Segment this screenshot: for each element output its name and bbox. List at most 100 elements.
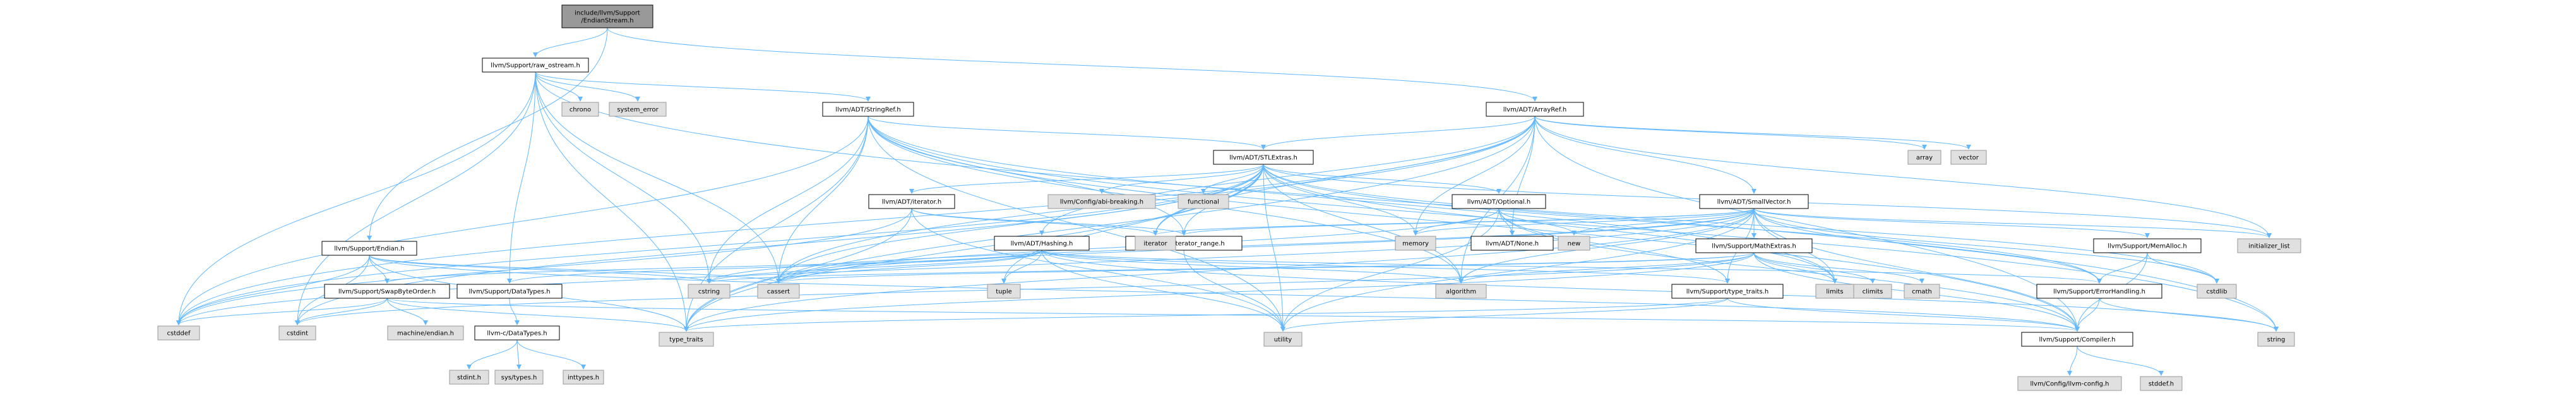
- edge-memalloc-to-cstdlib: [2147, 252, 2219, 284]
- node-box-sys_types: [494, 370, 544, 385]
- node-root[interactable]: include/llvm/Support/EndianStream.h: [561, 4, 653, 28]
- edge-adt_iterator-to-type_traits: [684, 208, 912, 332]
- node-box-iterator: [1135, 236, 1176, 251]
- node-none[interactable]: llvm/ADT/None.h: [1470, 236, 1554, 251]
- node-box-new: [1558, 236, 1590, 251]
- node-label-initializer_list: initializer_list: [2248, 243, 2290, 250]
- node-tuple: tuple: [987, 284, 1021, 299]
- node-mathextras[interactable]: llvm/Support/MathExtras.h: [1695, 238, 1813, 253]
- edge-arrayref-to-cstddef: [176, 116, 1535, 325]
- node-arrayref[interactable]: llvm/ADT/ArrayRef.h: [1486, 102, 1584, 117]
- edge-smallvector-to-memory: [1413, 208, 1755, 236]
- edge-smallvector-to-compiler: [1753, 208, 2080, 332]
- node-box-errorhandling: [2036, 284, 2162, 299]
- node-hashing[interactable]: llvm/ADT/Hashing.h: [994, 236, 1090, 251]
- edge-hashing-to-type_traits_h: [1041, 250, 1730, 284]
- node-utility: utility: [1263, 332, 1303, 347]
- edge-arrayref-to-type_traits: [684, 116, 1535, 332]
- edge-stlextras-to-utility: [1263, 164, 1285, 332]
- node-box-stringref: [822, 102, 914, 117]
- node-box-cmath: [1904, 284, 1940, 299]
- node-label-abi_breaking: llvm/Config/abi-breaking.h: [1060, 199, 1143, 206]
- edge-adt_iterator-to-cstddef: [176, 208, 912, 325]
- edge-root-to-endian: [367, 27, 608, 241]
- edge-mathextras-to-algorithm: [1458, 252, 1755, 284]
- node-machine_endian: machine/endian.h: [387, 325, 464, 341]
- node-label-none: llvm/ADT/None.h: [1486, 241, 1539, 248]
- node-type_traits_h[interactable]: llvm/Support/type_traits.h: [1671, 284, 1784, 299]
- node-stringref[interactable]: llvm/ADT/StringRef.h: [822, 102, 914, 117]
- edge-llvmc_datatypes-to-inttypes: [516, 339, 586, 370]
- edge-hashing-to-algorithm: [1041, 250, 1464, 284]
- node-smallvector[interactable]: llvm/ADT/SmallVector.h: [1699, 194, 1809, 209]
- node-label-cassert: cassert: [767, 289, 790, 296]
- edge-smallvector-to-type_traits: [684, 208, 1755, 332]
- edge-stlextras-to-cstdlib: [1263, 164, 2219, 284]
- edge-raw_ostream-to-stringref: [535, 71, 871, 102]
- node-stdint_h: stdint.h: [449, 370, 489, 385]
- edge-smallvector-to-iterator: [1153, 208, 1755, 236]
- edge-raw_ostream-to-cassert: [535, 71, 781, 284]
- edge-root-to-arrayref: [607, 27, 1537, 102]
- edge-arrayref-to-hashing: [1039, 116, 1535, 236]
- node-cstdlib: cstdlib: [2197, 284, 2237, 299]
- edge-mathextras-to-cstring: [707, 252, 1755, 284]
- node-compiler[interactable]: llvm/Support/Compiler.h: [2021, 332, 2133, 347]
- node-initializer_list: initializer_list: [2237, 238, 2301, 253]
- node-llvm_config: llvm/Config/llvm-config.h: [2017, 376, 2122, 391]
- edge-stringref-to-string: [868, 116, 2279, 332]
- node-box-adt_iterator: [868, 194, 955, 209]
- node-stlextras[interactable]: llvm/ADT/STLExtras.h: [1213, 150, 1314, 165]
- edge-root-to-raw_ostream: [533, 27, 608, 57]
- edge-hashing-to-tuple: [1001, 250, 1042, 284]
- edge-stlextras-to-optional: [1263, 164, 1501, 194]
- node-errorhandling[interactable]: llvm/Support/ErrorHandling.h: [2036, 284, 2162, 299]
- node-box-none: [1470, 236, 1554, 251]
- node-cstring: cstring: [688, 284, 730, 299]
- node-box-hashing: [994, 236, 1090, 251]
- edge-errorhandling-to-compiler: [2075, 298, 2100, 332]
- node-raw_ostream[interactable]: llvm/Support/raw_ostream.h: [482, 57, 589, 73]
- node-optional[interactable]: llvm/ADT/Optional.h: [1452, 194, 1546, 209]
- node-box-mathextras: [1695, 238, 1813, 253]
- node-box-string: [2257, 332, 2295, 347]
- edge-datatypes-to-llvmc_datatypes: [509, 298, 520, 325]
- edge-arrayref-to-stlextras: [1261, 116, 1535, 150]
- node-label-adt_iterator: llvm/ADT/iterator.h: [882, 199, 941, 206]
- edge-raw_ostream-to-type_traits: [535, 71, 689, 332]
- node-label-llvm_config: llvm/Config/llvm-config.h: [2030, 381, 2109, 388]
- node-memalloc[interactable]: llvm/Support/MemAlloc.h: [2093, 238, 2202, 253]
- node-box-llvmc_datatypes: [474, 325, 560, 341]
- node-adt_iterator[interactable]: llvm/ADT/iterator.h: [868, 194, 955, 209]
- edge-mathextras-to-type_traits: [684, 252, 1755, 332]
- node-datatypes[interactable]: llvm/Support/DataTypes.h: [456, 284, 563, 299]
- edge-smallvector-to-cassert: [776, 208, 1755, 284]
- node-endian[interactable]: llvm/Support/Endian.h: [321, 241, 417, 256]
- node-label-sys_types: sys/types.h: [501, 375, 537, 382]
- edge-stringref-to-compiler: [868, 116, 2080, 332]
- edge-stringref-to-algorithm: [868, 116, 1464, 284]
- node-chrono: chrono: [561, 102, 599, 117]
- node-box-memory: [1395, 236, 1436, 251]
- node-label-climits: climits: [1863, 289, 1883, 296]
- node-cstdint: cstdint: [278, 325, 316, 341]
- edge-stlextras-to-tuple: [1001, 164, 1264, 284]
- node-label-array: array: [1916, 155, 1933, 162]
- node-swapbyteorder[interactable]: llvm/Support/SwapByteOrder.h: [324, 284, 450, 299]
- node-box-stdint_h: [449, 370, 489, 385]
- node-label-stdint_h: stdint.h: [457, 375, 481, 382]
- edge-stringref-to-iterator_range: [868, 116, 1186, 236]
- edge-swapbyteorder-to-type_traits: [386, 298, 689, 332]
- edge-hashing-to-swapbyteorder: [385, 250, 1042, 284]
- node-box-datatypes: [456, 284, 563, 299]
- node-box-cstring: [688, 284, 730, 299]
- node-label-vector: vector: [1959, 155, 1979, 162]
- edge-raw_ostream-to-string: [535, 71, 2279, 332]
- node-sys_types: sys/types.h: [494, 370, 544, 385]
- edge-mathextras-to-limits: [1753, 252, 1837, 284]
- edge-hashing-to-cassert: [776, 250, 1042, 284]
- node-llvmc_datatypes[interactable]: llvm-c/DataTypes.h: [474, 325, 560, 341]
- node-box-type_traits: [659, 332, 714, 347]
- node-stddef_h: stddef.h: [2140, 376, 2183, 391]
